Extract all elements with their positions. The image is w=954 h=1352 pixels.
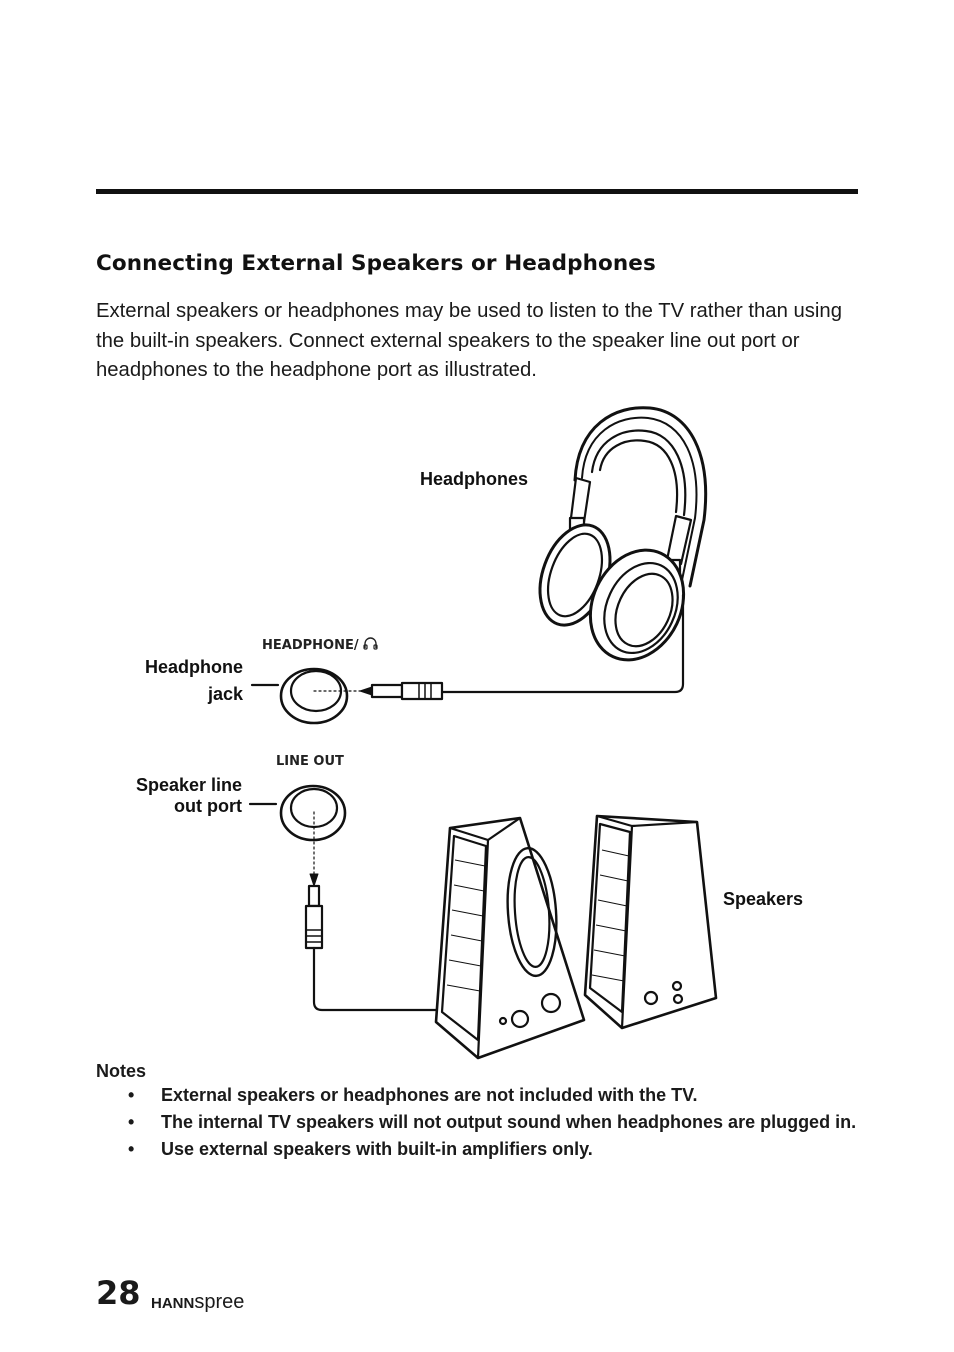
header-rule	[96, 189, 858, 194]
headphones-illustration	[440, 406, 708, 694]
headphone-port-illustration	[250, 667, 444, 725]
speaker-line-out-label: Speaker line out port	[135, 775, 242, 816]
headphone-icon	[363, 637, 378, 650]
speaker-grille-lines	[446, 849, 630, 992]
line-out-port-illustration	[248, 784, 442, 1012]
intro-paragraph: External speakers or headphones may be u…	[96, 300, 842, 381]
line-out-port-label: LINE OUT	[276, 754, 344, 769]
notes-list: •External speakers or headphones are not…	[128, 1084, 868, 1165]
connection-diagram	[248, 406, 718, 1060]
notes-heading: Notes	[96, 1061, 147, 1081]
headphone-port-label: HEADPHONE/	[262, 637, 378, 653]
speakers-label: Speakers	[723, 889, 804, 909]
headphones-label: Headphones	[420, 469, 529, 489]
list-item: •The internal TV speakers will not outpu…	[128, 1112, 857, 1132]
list-item: •External speakers or headphones are not…	[128, 1085, 698, 1105]
speakers-illustration	[434, 814, 718, 1060]
page-number: 28	[96, 1274, 141, 1312]
headphone-jack-label: Headphone jack	[144, 657, 243, 704]
section-title: Connecting External Speakers or Headphon…	[96, 251, 656, 276]
list-item: •Use external speakers with built-in amp…	[128, 1139, 593, 1159]
brand-logo: HANNspree	[151, 1291, 245, 1313]
